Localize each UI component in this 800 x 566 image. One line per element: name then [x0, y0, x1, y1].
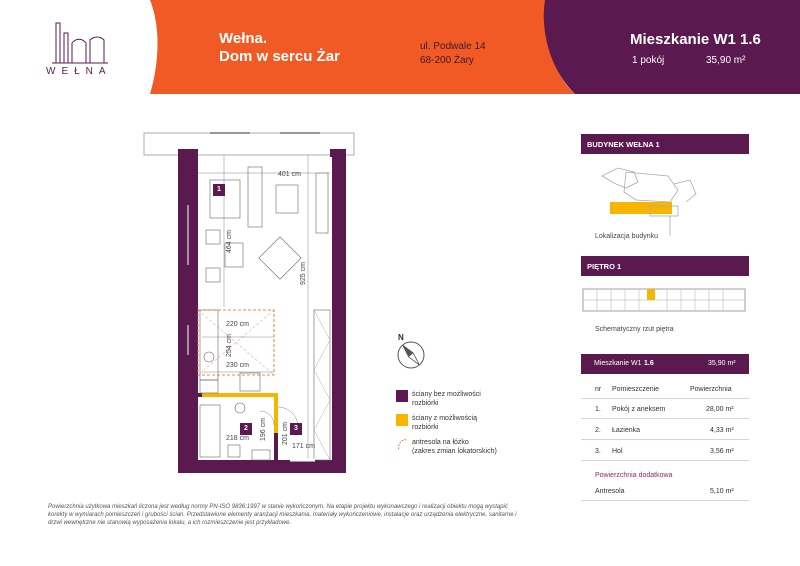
row-1-name: Pokój z aneksem: [612, 406, 666, 413]
room-badge-3: 3: [290, 423, 302, 435]
address-street: ul. Podwale 14: [420, 41, 486, 52]
room-badge-1: 1: [213, 184, 225, 196]
col-header-room: Pomieszczenie: [612, 386, 660, 393]
project-title-line2: Dom w sercu Żar: [219, 48, 340, 65]
extra-row-name: Antresola: [595, 488, 625, 495]
building-caption: Lokalizacja budynku: [595, 233, 659, 240]
legend-text-fixed: ściany bez możliwości rozbiórki: [412, 390, 552, 408]
legend-mezzanine-line1: antresola na łóżko: [412, 439, 469, 446]
row-2-nr: 2.: [595, 427, 601, 434]
dim-201: 201 cm: [282, 422, 289, 445]
extra-area-title: Powierzchnia dodatkowa: [595, 472, 673, 479]
table-divider: [581, 500, 749, 501]
footnote-disclaimer: Powierzchnia użytkowa mieszkań liczona j…: [48, 504, 517, 526]
project-title-line1: Wełna.: [219, 30, 268, 47]
compass: N: [395, 333, 427, 371]
row-1-area: 28,00 m²: [706, 406, 734, 413]
legend-removable-line2: rozbiórki: [412, 424, 439, 431]
dim-218: 218 cm: [226, 435, 249, 442]
apartment-area: 35,90 m²: [706, 55, 746, 66]
row-2-area: 4,33 m²: [710, 427, 734, 434]
dashed-arc-icon: [398, 439, 407, 450]
project-address: ul. Podwale 14 68-200 Żary: [420, 40, 486, 68]
compass-letter: N: [398, 333, 404, 342]
legend-fixed-line1: ściany bez możliwości: [412, 391, 481, 398]
legend-mezzanine-line2: (zakres zmian lokatorskich): [412, 448, 497, 455]
address-city: 68-200 Żary: [420, 55, 474, 66]
header-banner: [0, 0, 800, 94]
floor-caption: Schematyczny rzut piętra: [595, 326, 674, 333]
table-divider: [581, 418, 749, 419]
dim-464: 464 cm: [226, 230, 233, 253]
logo-wordmark: WEŁNA: [46, 66, 112, 77]
apartment-title: Mieszkanie W1 1.6: [630, 31, 761, 48]
project-title: Wełna. Dom w sercu Żar: [219, 30, 340, 66]
legend-removable-line1: ściany z możliwością: [412, 415, 477, 422]
col-header-nr: nr: [595, 386, 602, 393]
wellna-logo-icon: [52, 22, 108, 64]
floor-header: PIĘTRO 1: [581, 256, 749, 276]
extra-row-area: 5,10 m²: [710, 488, 734, 495]
col-header-area: Powierzchnia: [690, 386, 732, 393]
dim-width-401: 401 cm: [278, 171, 301, 178]
building-location-map: [601, 167, 697, 236]
compass-icon: [397, 341, 425, 369]
row-3-nr: 3.: [595, 448, 601, 455]
legend-fixed-line2: rozbiórki: [412, 400, 439, 407]
legend-text-removable: ściany z możliwością rozbiórki: [412, 414, 552, 432]
table-divider: [581, 460, 749, 461]
floor-plan: 1 2 3 401 cm 925 cm 464 cm 220 cm 254 cm…: [140, 125, 375, 480]
room-badge-2: 2: [240, 423, 252, 435]
dim-171: 171 cm: [292, 443, 315, 450]
legend-swatch-yellow: [396, 414, 408, 426]
dim-height-925: 925 cm: [300, 262, 307, 285]
dim-230: 230 cm: [226, 362, 249, 369]
row-1-nr: 1.: [595, 406, 601, 413]
legend-swatch-purple: [396, 390, 408, 402]
row-3-area: 3,56 m²: [710, 448, 734, 455]
table-apt-number: 1.6: [644, 360, 654, 367]
row-3-name: Hol: [612, 448, 623, 455]
legend-text-mezzanine: antresola na łóżko (zakres zmian lokator…: [412, 438, 552, 456]
dim-220: 220 cm: [226, 321, 249, 328]
dim-254: 254 cm: [226, 334, 233, 357]
floor-schematic: [582, 288, 746, 312]
building-header: BUDYNEK WEŁNA 1: [581, 134, 749, 154]
table-divider: [581, 398, 749, 399]
header-background: [150, 0, 800, 94]
floor-plan-drawing: [143, 132, 355, 473]
apartment-rooms: 1 pokój: [632, 55, 665, 66]
table-apt-prefix: Mieszkanie W1: [594, 360, 642, 367]
dim-196: 196 cm: [260, 418, 267, 441]
table-apt-area: 35,90 m²: [708, 360, 736, 367]
table-divider: [581, 439, 749, 440]
row-2-name: Łazienka: [612, 427, 641, 434]
table-apartment-header: Mieszkanie W1 1.6 35,90 m²: [581, 354, 749, 374]
